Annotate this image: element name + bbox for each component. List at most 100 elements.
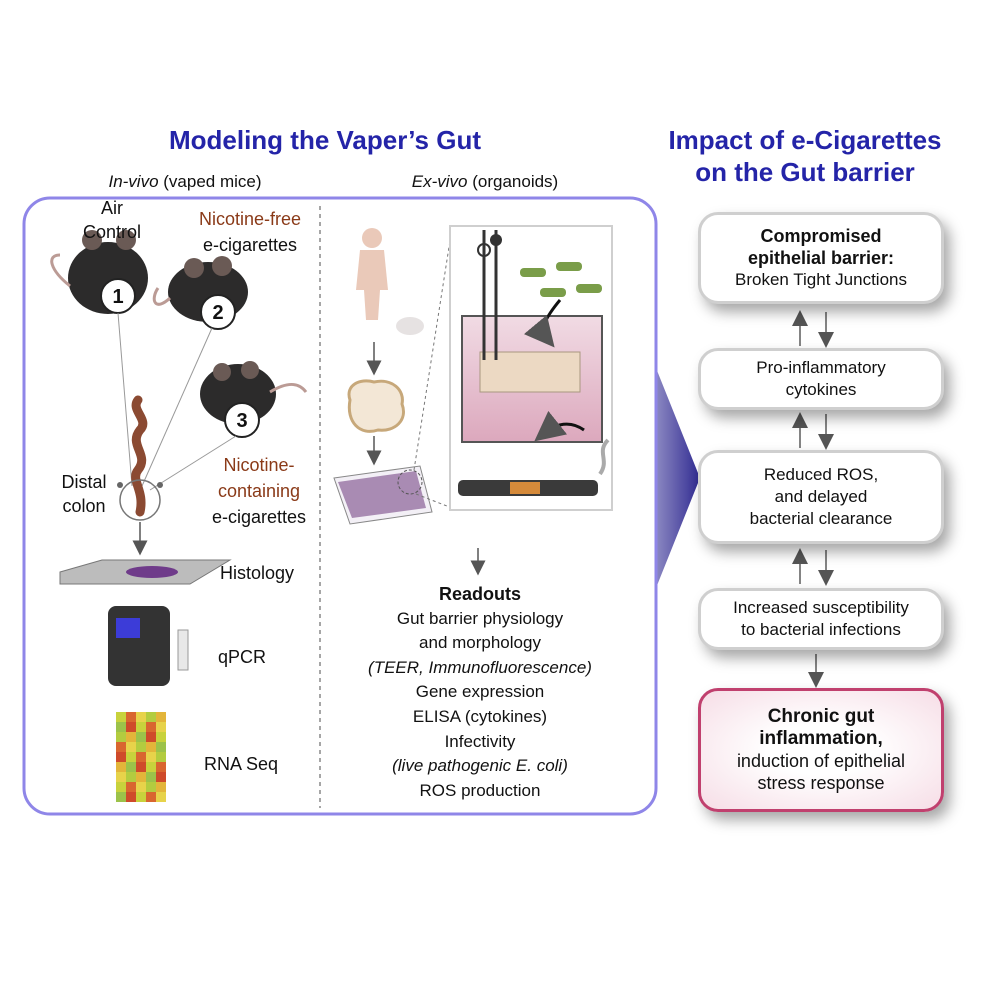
- heatmap-cell: [126, 772, 136, 782]
- svg-text:3: 3: [236, 410, 247, 432]
- heatmap-cell: [116, 752, 126, 762]
- mouse-2-icon: 2: [152, 256, 248, 330]
- box1-bold1: Compromised: [760, 226, 882, 246]
- human-icon: [356, 228, 388, 320]
- heatmap-cell: [156, 772, 166, 782]
- nic-cont-line3: e-cigarettes: [211, 507, 307, 527]
- colon-icon: [131, 395, 148, 517]
- box3-line1: Reduced ROS,: [763, 465, 879, 484]
- heatmap-cell: [116, 722, 126, 732]
- flow-box-cytokines: Pro-inflammatory cytokines: [698, 348, 944, 410]
- heatmap-icon: [116, 712, 166, 802]
- heatmap-cell: [156, 732, 166, 742]
- readout-line-4: Gene expression: [415, 682, 545, 702]
- box5-line1: induction of epithelial: [736, 751, 906, 771]
- qpcr-machine-icon: [108, 606, 189, 686]
- qpcr-label: qPCR: [218, 647, 267, 667]
- heatmap-cell: [156, 792, 166, 802]
- heatmap-cell: [126, 712, 136, 722]
- distal-colon-line1: Distal: [61, 472, 107, 492]
- mouse-1-icon: 1: [50, 230, 148, 314]
- heatmap-cell: [156, 712, 166, 722]
- nic-free-line1: Nicotine-free: [198, 209, 302, 229]
- colon-section-circle: [119, 479, 161, 521]
- box2-line1: Pro-inflammatory: [756, 358, 886, 377]
- readouts-block: Readouts Gut barrier physiology and morp…: [360, 582, 600, 803]
- readouts-title: Readouts: [438, 584, 521, 604]
- left-title: Modeling the Vaper’s Gut: [168, 125, 482, 155]
- heatmap-cell: [116, 732, 126, 742]
- heatmap-cell: [156, 742, 166, 752]
- ex-vivo-italic: Ex-vivo: [411, 172, 468, 191]
- air-control-label: Air Control: [72, 196, 152, 244]
- heatmap-cell: [146, 772, 156, 782]
- in-vivo-label: In-vivo (vaped mice): [60, 172, 310, 192]
- air-label-line2: Control: [82, 222, 142, 242]
- heatmap-cell: [126, 752, 136, 762]
- heatmap-cell: [126, 742, 136, 752]
- organoid-icon: [347, 379, 405, 433]
- readout-line-7: (live pathogenic E. coli): [392, 756, 568, 776]
- heatmap-cell: [146, 732, 156, 742]
- readout-line-3: (TEER, Immunofluorescence): [368, 657, 592, 677]
- svg-text:2: 2: [212, 302, 223, 324]
- heatmap-cell: [156, 782, 166, 792]
- heatmap-cell: [146, 712, 156, 722]
- box3-line3: bacterial clearance: [749, 509, 893, 528]
- heatmap-cell: [146, 742, 156, 752]
- heatmap-cell: [136, 712, 146, 722]
- box1-bold2: epithelial barrier:: [747, 248, 895, 268]
- rna-seq-label: RNA Seq: [204, 754, 279, 774]
- nic-free-line2: e-cigarettes: [202, 235, 298, 255]
- small-mouse-icon: [396, 317, 424, 335]
- heatmap-cell: [126, 782, 136, 792]
- right-title-line2: on the Gut barrier: [695, 157, 915, 187]
- heatmap-cell: [136, 722, 146, 732]
- heatmap-cell: [146, 792, 156, 802]
- heatmap-cell: [116, 782, 126, 792]
- air-label-line1: Air: [101, 198, 123, 218]
- flow-box-reduced-ros: Reduced ROS, and delayed bacterial clear…: [698, 450, 944, 544]
- right-title: Impact of e-Cigarettes on the Gut barrie…: [630, 124, 980, 188]
- svg-text:1: 1: [112, 286, 123, 308]
- heatmap-cell: [136, 792, 146, 802]
- readout-line-1: Gut barrier physiology: [396, 608, 564, 628]
- distal-colon-line2: colon: [62, 496, 106, 516]
- in-vivo-italic: In-vivo: [108, 172, 159, 191]
- heatmap-cell: [116, 742, 126, 752]
- heatmap-cell: [136, 742, 146, 752]
- heatmap-cell: [116, 762, 126, 772]
- heatmap-cell: [156, 752, 166, 762]
- nicotine-free-label: Nicotine-free e-cigarettes: [180, 206, 320, 258]
- readout-line-2: and morphology: [419, 633, 541, 653]
- heatmap-cell: [136, 762, 146, 772]
- box5-bold1: Chronic gut: [767, 706, 875, 727]
- nic-cont-line2: containing: [217, 481, 301, 501]
- heatmap-cell: [126, 732, 136, 742]
- heatmap-cell: [146, 722, 156, 732]
- box2-line2: cytokines: [785, 380, 857, 399]
- nic-cont-line1: Nicotine-: [223, 455, 295, 475]
- heatmap-cell: [136, 732, 146, 742]
- flow-box-chronic-inflammation: Chronic gut inflammation, induction of e…: [698, 688, 944, 812]
- readout-line-5: ELISA (cytokines): [412, 706, 548, 726]
- heatmap-cell: [116, 712, 126, 722]
- box4-line1: Increased susceptibility: [733, 598, 909, 617]
- heatmap-cell: [146, 782, 156, 792]
- heatmap-cell: [126, 762, 136, 772]
- heatmap-cell: [146, 752, 156, 762]
- heatmap-cell: [136, 772, 146, 782]
- box3-line2: and delayed: [774, 487, 868, 506]
- heatmap-cell: [126, 722, 136, 732]
- flow-box-susceptibility: Increased susceptibility to bacterial in…: [698, 588, 944, 650]
- nicotine-containing-label: Nicotine- containing e-cigarettes: [200, 452, 318, 530]
- heatmap-cell: [116, 792, 126, 802]
- readout-line-8: ROS production: [419, 780, 541, 800]
- right-title-line1: Impact of e-Cigarettes: [668, 125, 942, 155]
- box1-text: Broken Tight Junctions: [735, 270, 907, 289]
- heatmap-cell: [136, 752, 146, 762]
- box5-bold2: inflammation,: [759, 728, 883, 749]
- readout-line-6: Infectivity: [444, 731, 516, 751]
- heatmap-cell: [146, 762, 156, 772]
- heatmap-cell: [156, 762, 166, 772]
